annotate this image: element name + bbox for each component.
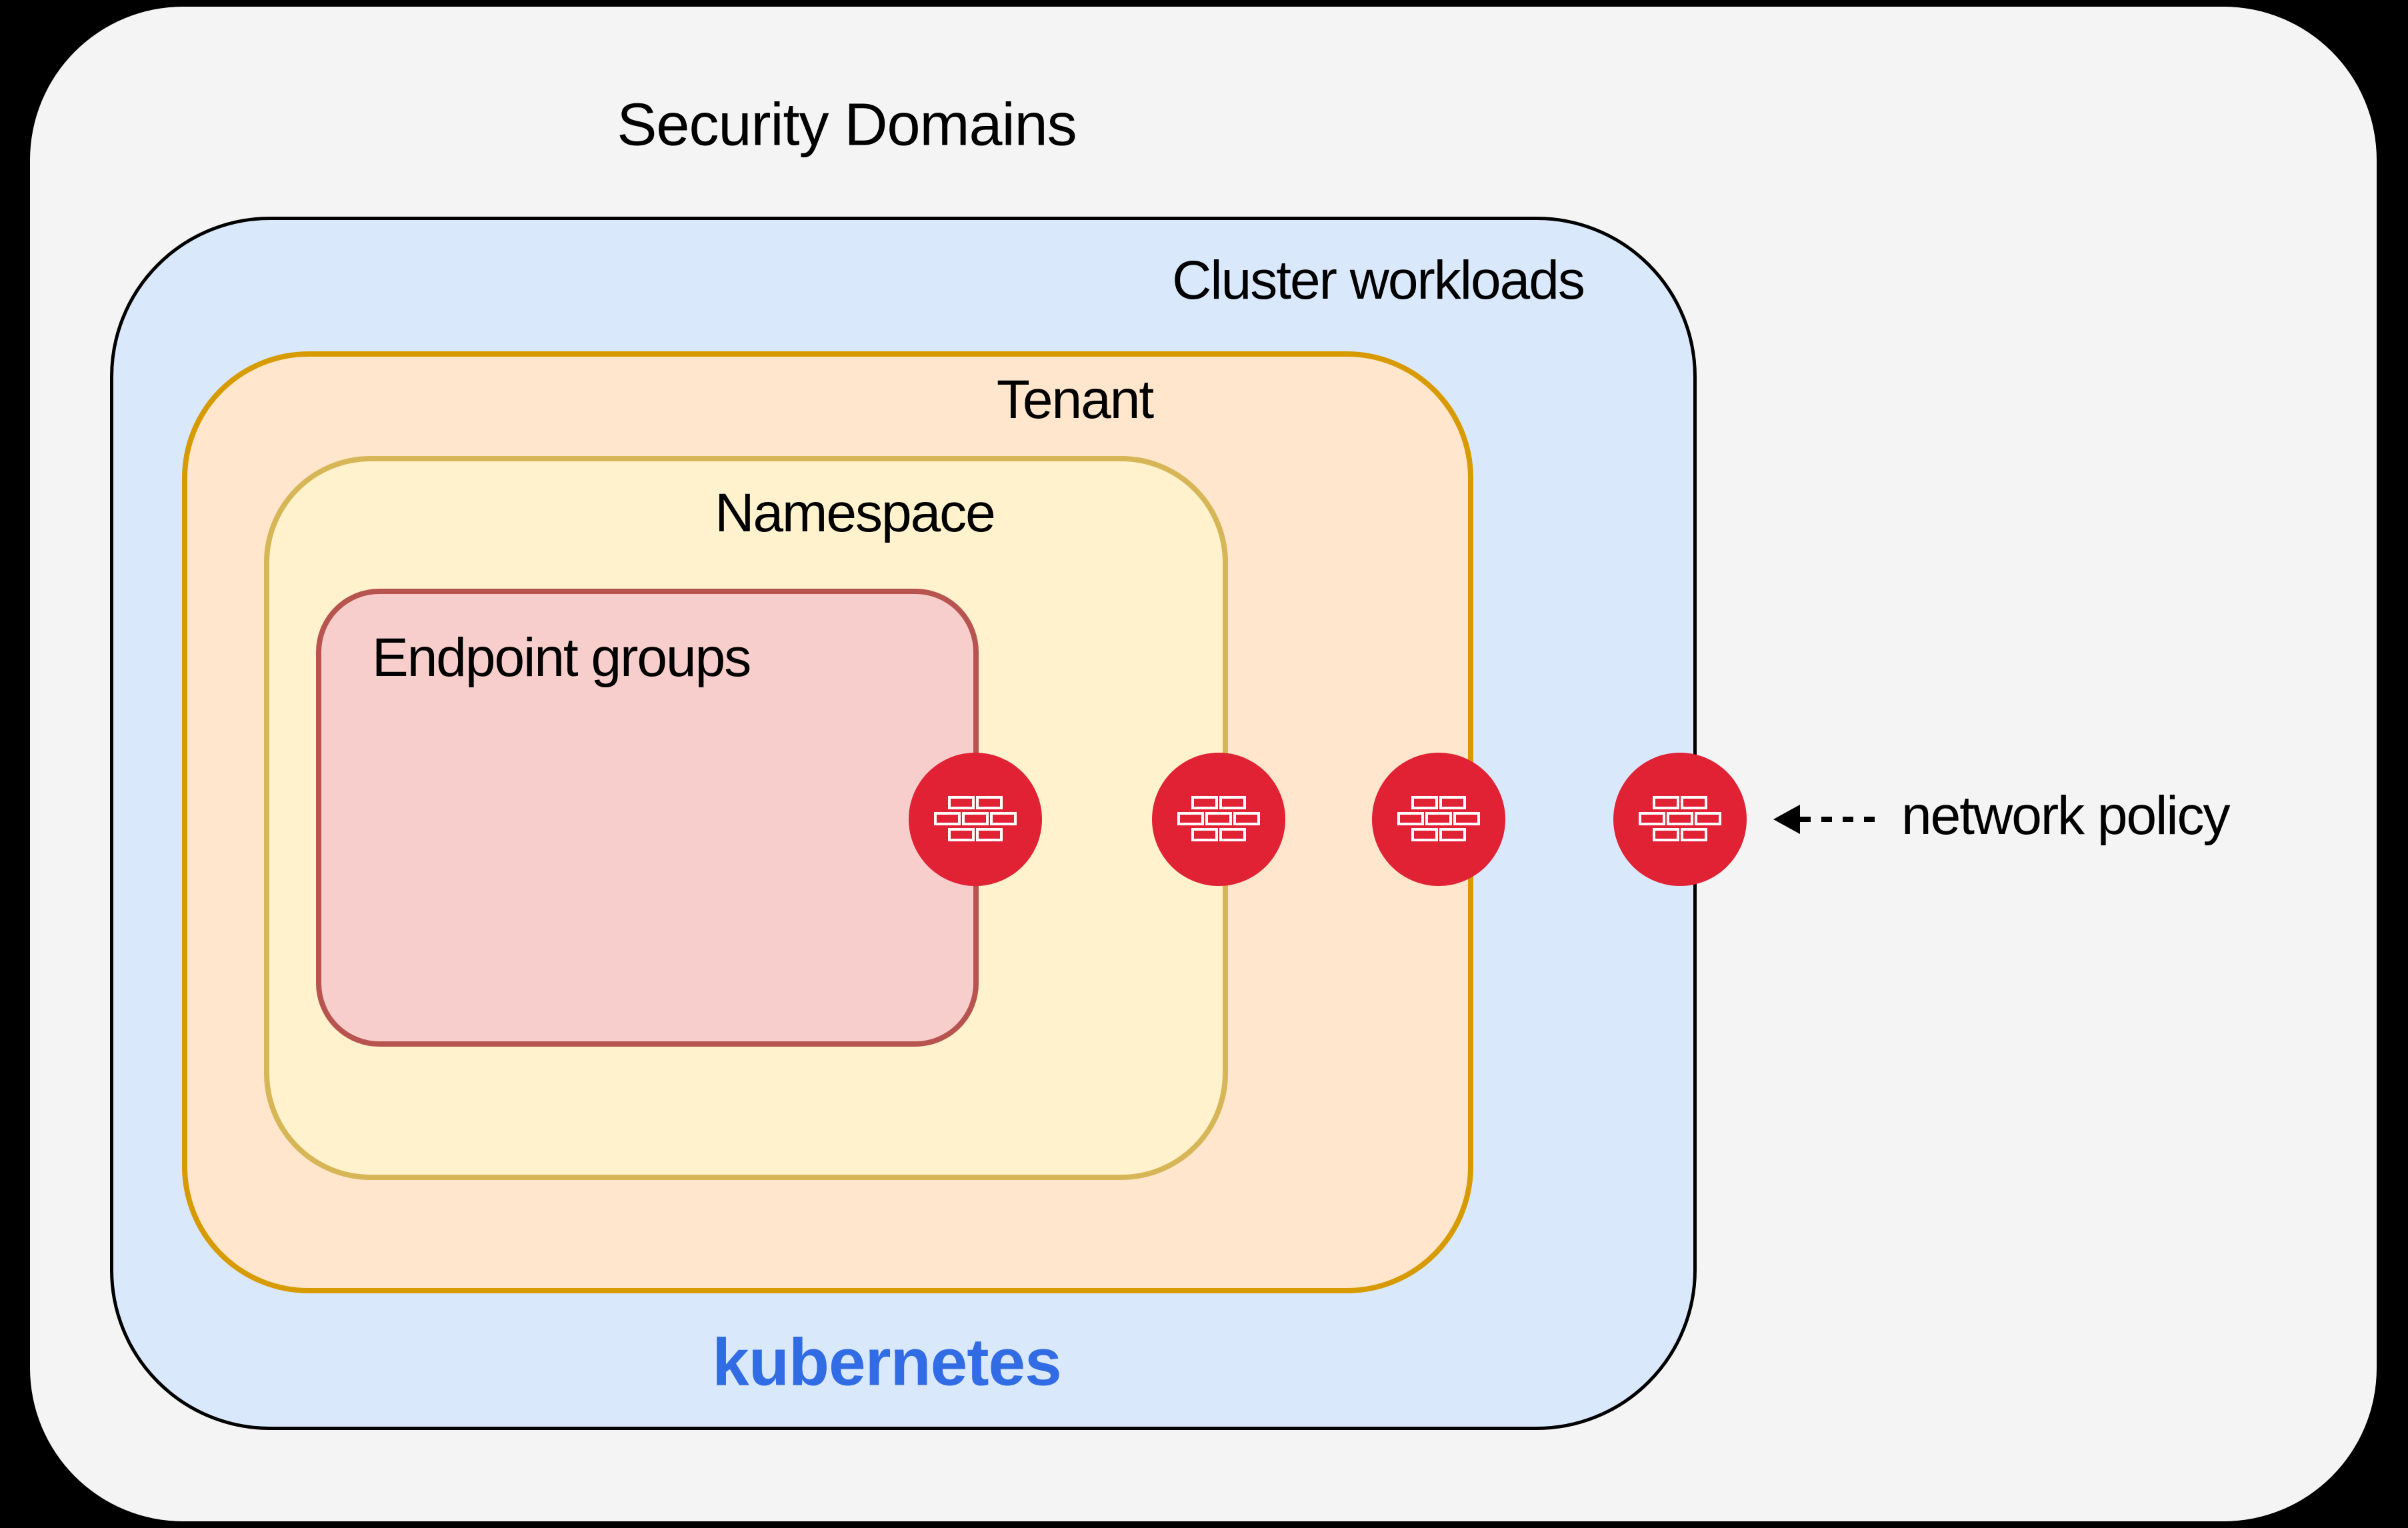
- tenant-label: Tenant: [996, 369, 1154, 430]
- network-policy-label: network policy: [1901, 785, 2231, 846]
- domain-endpoint-groups: [316, 589, 979, 1047]
- network-policy-arrow-icon: [1773, 805, 1879, 834]
- firewall-brick-icon: [1177, 796, 1260, 841]
- firewall-badge-endpoint-boundary: [909, 753, 1042, 886]
- firewall-badge-cluster-boundary: [1613, 753, 1747, 886]
- endpoint-groups-label: Endpoint groups: [372, 627, 751, 688]
- cluster-workloads-label: Cluster workloads: [1172, 250, 1585, 311]
- firewall-brick-icon: [1397, 796, 1480, 841]
- diagram-title: Security Domains: [617, 91, 1077, 159]
- kubernetes-label: kubernetes: [712, 1325, 1062, 1400]
- firewall-badge-tenant-boundary: [1372, 753, 1505, 886]
- firewall-brick-icon: [934, 796, 1017, 841]
- firewall-badge-namespace-boundary: [1152, 753, 1285, 886]
- firewall-brick-icon: [1639, 796, 1721, 841]
- namespace-label: Namespace: [715, 483, 996, 543]
